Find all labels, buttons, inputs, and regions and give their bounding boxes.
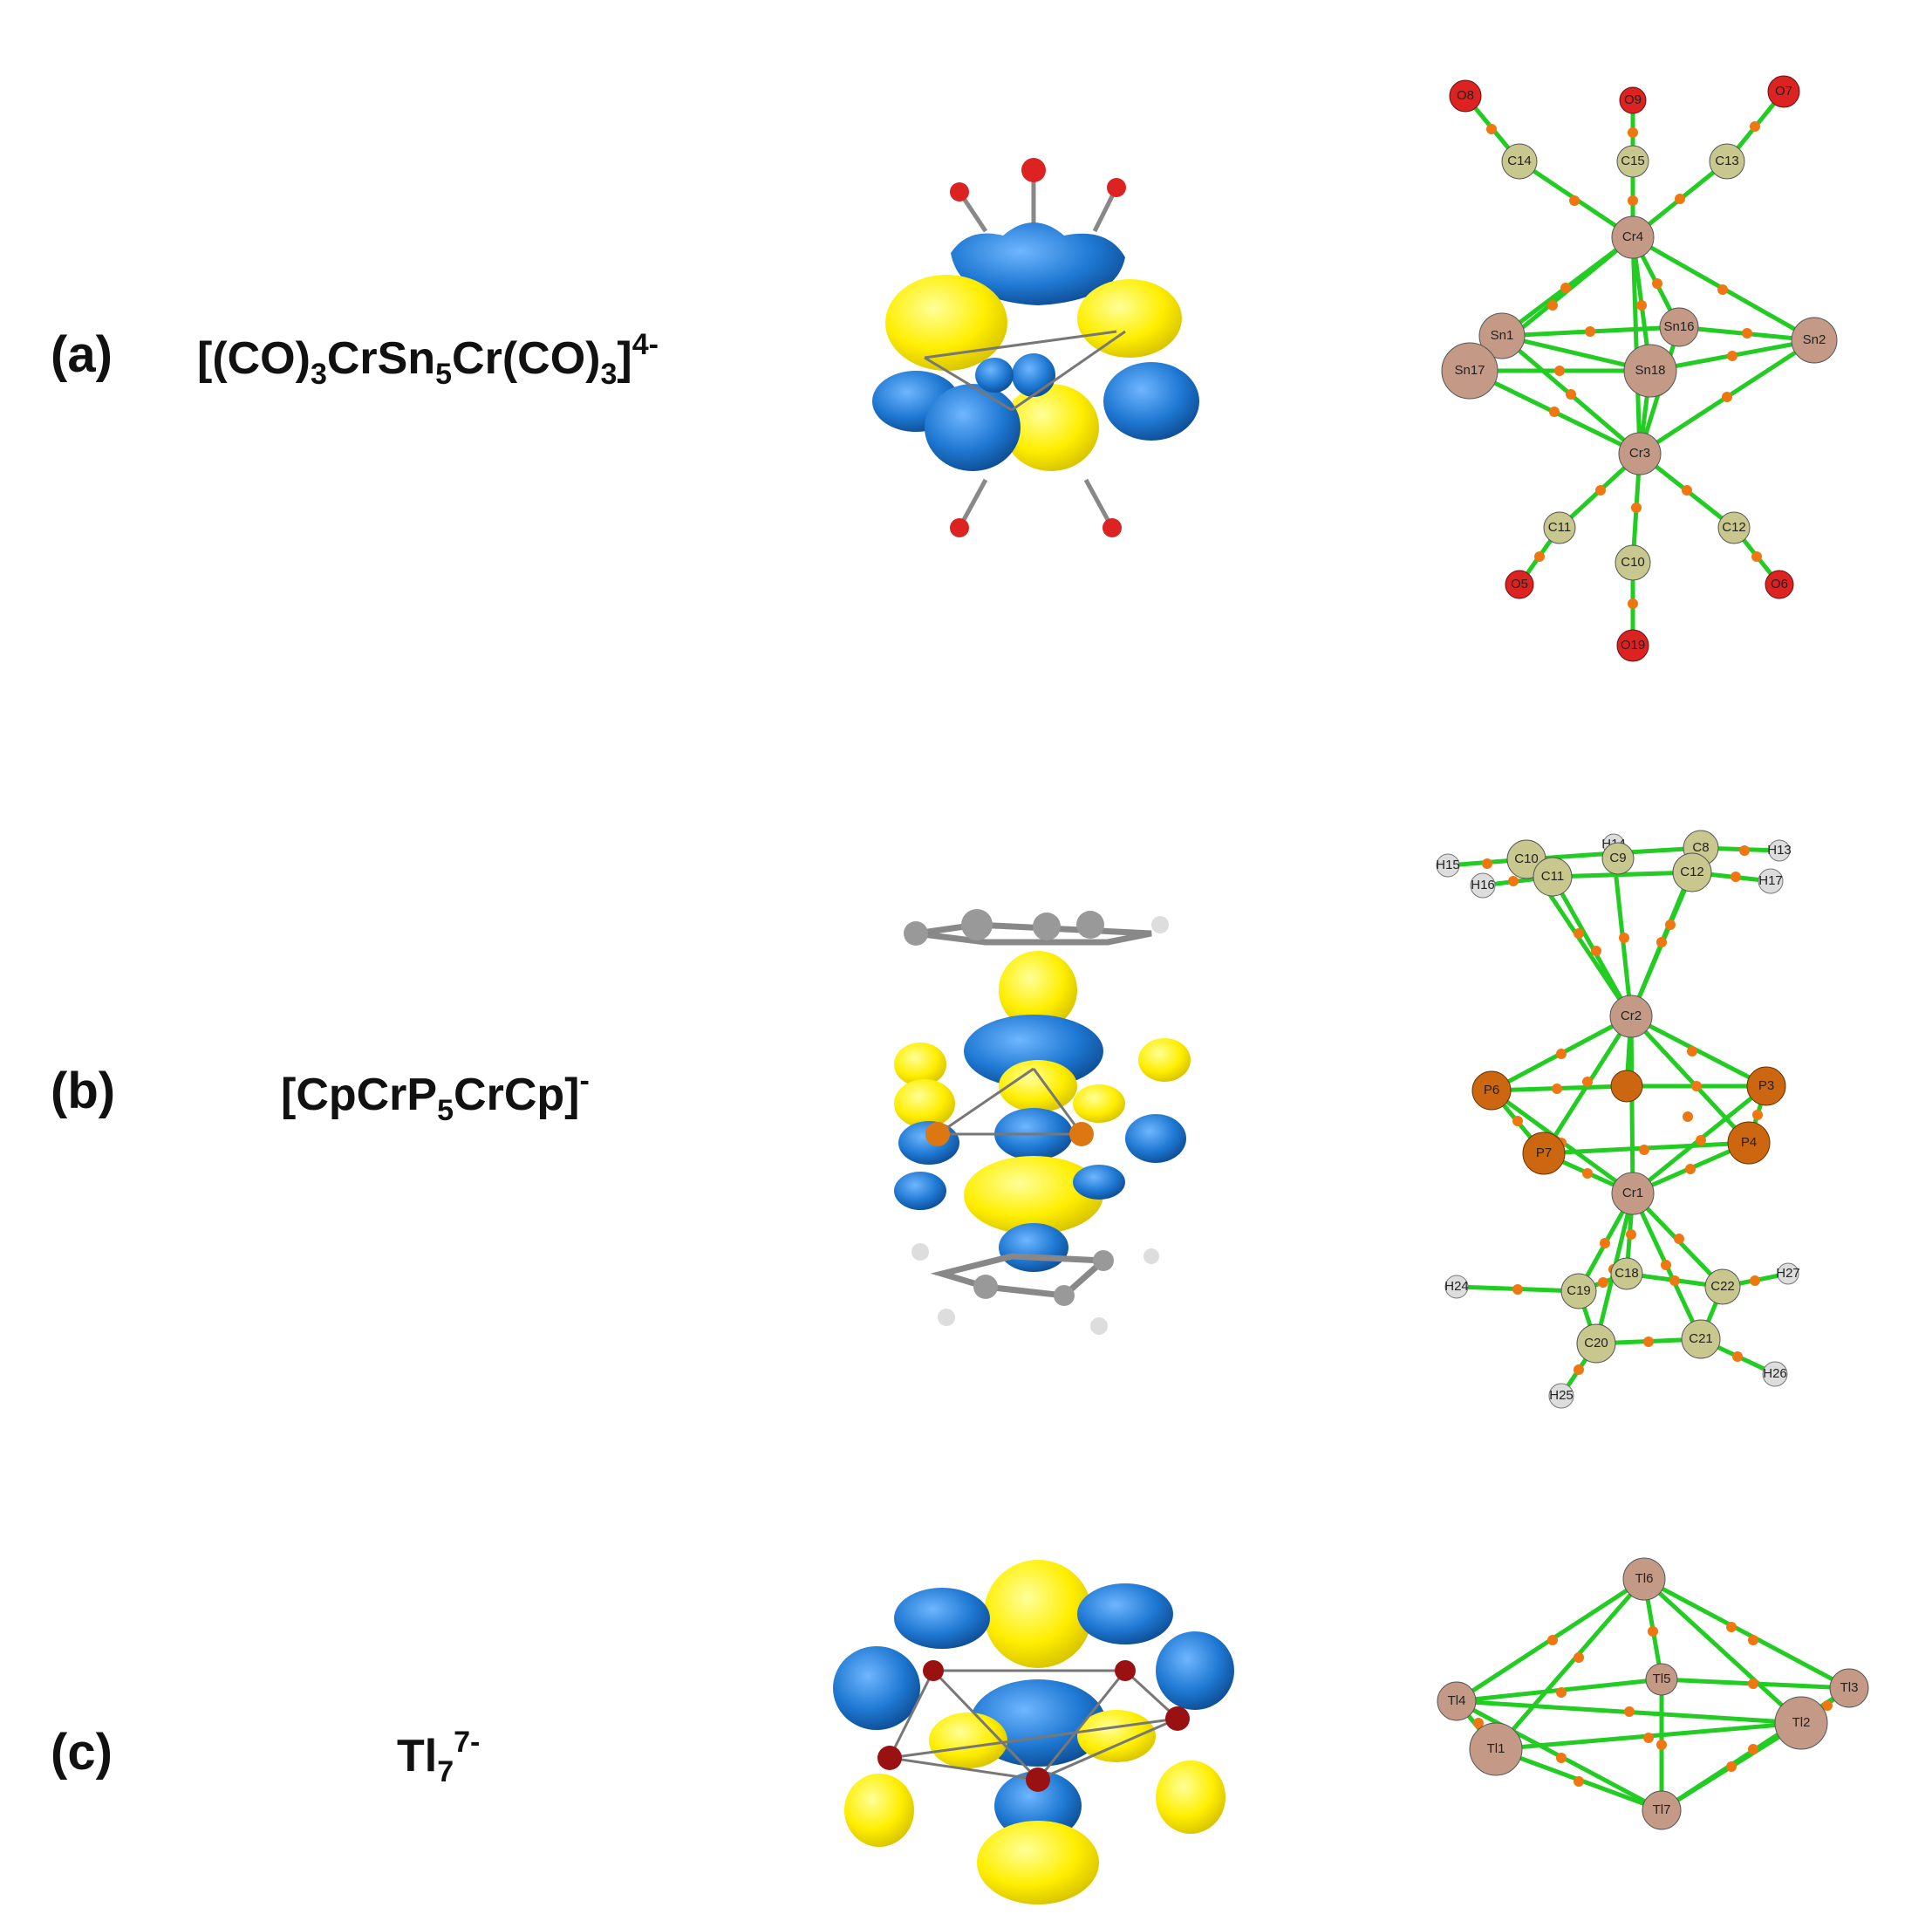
atom-label: H27 — [1776, 1266, 1800, 1281]
atom-label: P3 — [1758, 1078, 1774, 1093]
atom-label: O8 — [1457, 88, 1474, 103]
atom-label: Tl7 — [1653, 1802, 1671, 1817]
atom-label: C15 — [1621, 154, 1645, 168]
atom-label: H24 — [1444, 1279, 1469, 1294]
panel-c-formula: Tl77- — [397, 1726, 481, 1788]
atom-label: Sn2 — [1803, 332, 1826, 347]
atom-label: O5 — [1511, 577, 1528, 591]
panel-c-label: (c) — [51, 1724, 113, 1781]
atom-label: C13 — [1715, 154, 1739, 168]
atom-label: Tl5 — [1653, 1672, 1671, 1686]
atom-label: C18 — [1615, 1266, 1639, 1281]
atom-label: Cr2 — [1621, 1008, 1642, 1023]
atom-label: Tl6 — [1635, 1571, 1654, 1586]
atom-label: P7 — [1536, 1145, 1552, 1160]
atom-label: C12 — [1680, 865, 1704, 879]
atom-label: H26 — [1763, 1366, 1787, 1381]
panel-a-formula: [(CO)3CrSn5Cr(CO)3]4- — [197, 328, 659, 391]
atom-label: C10 — [1621, 555, 1645, 570]
atom-label: Sn17 — [1454, 363, 1485, 378]
atom-label: C19 — [1567, 1283, 1591, 1298]
atom-label: H16 — [1471, 878, 1495, 892]
panel-b-bond-paths: H15 C10 H14 C9 C8 H13 H16 C11 C12 H17 Cr… — [1436, 830, 1800, 1409]
atom-label: C11 — [1541, 869, 1564, 884]
panel-a-bond-paths: O8 O9 O7 C14 C15 C13 Cr4 Sn1 Sn16 Sn2 Sn… — [1441, 75, 1838, 662]
panel-c-bond-paths: Tl6 Tl5 Tl3 Tl4 Tl2 Tl1 Tl7 — [1437, 1557, 1869, 1830]
atom-label: P6 — [1484, 1083, 1499, 1097]
atom-label: C8 — [1692, 840, 1709, 855]
panel-b-label: (b) — [51, 1063, 116, 1119]
panel-b-formula: [CpCrP5CrCp]- — [281, 1064, 590, 1127]
atom-label: O19 — [1621, 638, 1645, 653]
atom-label: H15 — [1436, 858, 1460, 872]
atom-label: P4 — [1741, 1135, 1757, 1150]
panel-a-orbital — [872, 158, 1199, 537]
atom-label: Cr4 — [1622, 229, 1643, 244]
atom-label: C10 — [1514, 851, 1539, 866]
atom-label: C14 — [1507, 154, 1532, 168]
atom-label: C9 — [1609, 851, 1626, 865]
atom-label: H13 — [1767, 843, 1792, 858]
panel-c-orbital — [833, 1560, 1234, 1904]
atom-label: H25 — [1549, 1388, 1574, 1403]
panel-b-orbital — [894, 909, 1191, 1335]
atom-label: Sn18 — [1635, 363, 1665, 378]
atom-label: Tl4 — [1448, 1693, 1466, 1708]
atom-label: Sn16 — [1663, 319, 1694, 334]
atom-label: Tl2 — [1792, 1715, 1811, 1730]
atom-label: C20 — [1584, 1336, 1608, 1350]
atom-label: Tl3 — [1840, 1680, 1859, 1695]
atom-label: Sn1 — [1491, 328, 1514, 343]
atom-label: Tl1 — [1487, 1741, 1505, 1756]
atom-label: C21 — [1689, 1331, 1713, 1346]
atom-label: C12 — [1722, 520, 1746, 535]
atom-label: H17 — [1758, 873, 1783, 888]
panel-a-label: (a) — [51, 326, 113, 383]
atom-label: O9 — [1624, 92, 1642, 107]
atom-label: C22 — [1710, 1279, 1735, 1294]
atom-label: O7 — [1775, 84, 1792, 99]
atom-label: Cr1 — [1622, 1186, 1643, 1200]
atom-label: C11 — [1548, 520, 1571, 535]
atom-label: Cr3 — [1629, 446, 1650, 461]
atom-label: O6 — [1771, 577, 1788, 591]
